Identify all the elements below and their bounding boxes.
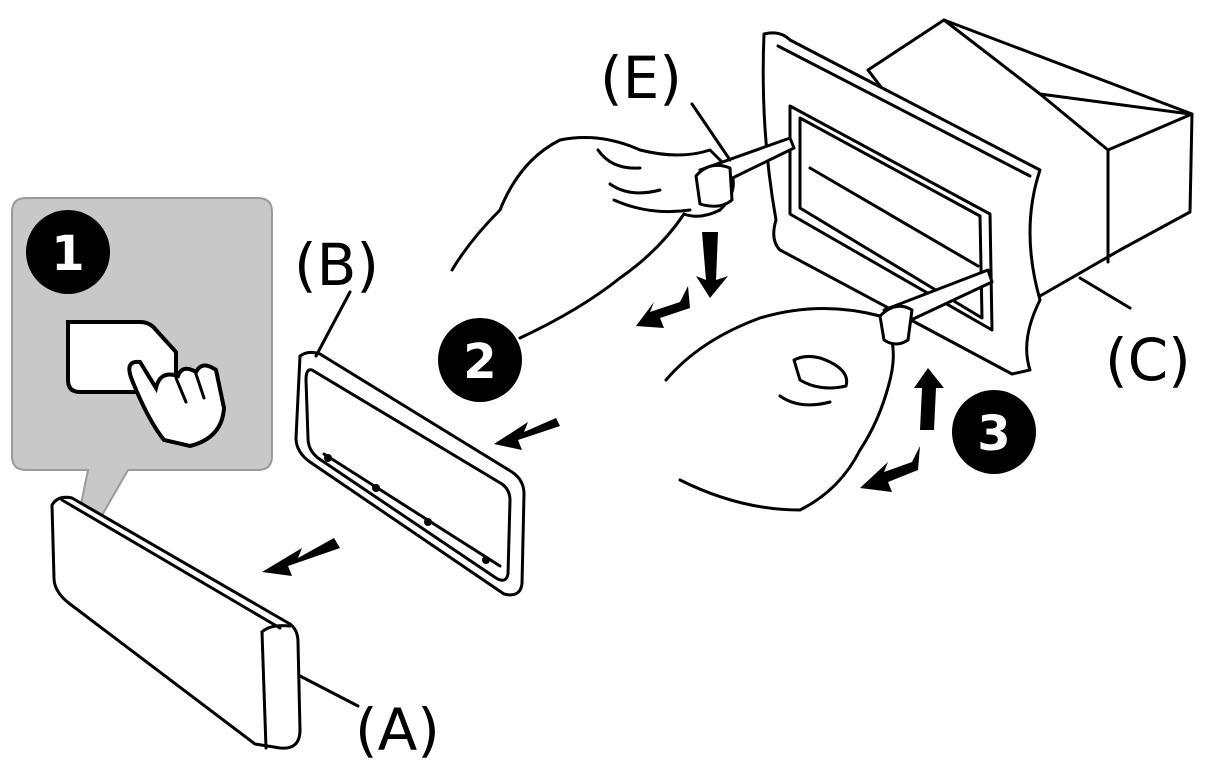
upper-tool-arrows-icon: [636, 232, 728, 328]
press-button-icon: [66, 320, 227, 449]
step-2-badge: 2: [438, 318, 522, 402]
label-a: (A): [355, 696, 440, 764]
lower-tool-arrows-icon: [860, 368, 944, 492]
trim-frame-b: (B): [294, 231, 526, 597]
step-3-badge: 3: [952, 390, 1036, 474]
step-2-arrow-icon: [494, 418, 560, 450]
callout-step-1: 1: [11, 197, 273, 579]
step-2-number: 2: [463, 334, 496, 390]
step-1-badge: 1: [26, 210, 110, 294]
faceplate-a: (A): [50, 495, 440, 764]
arrow-icon: [262, 538, 340, 576]
label-c: (C): [1105, 326, 1191, 394]
upper-hand: (E): [450, 44, 796, 340]
lower-hand: [664, 268, 994, 512]
step-3-number: 3: [977, 406, 1010, 462]
label-b: (B): [294, 231, 379, 299]
label-e: (E): [600, 44, 682, 112]
step-1-number: 1: [51, 226, 84, 282]
